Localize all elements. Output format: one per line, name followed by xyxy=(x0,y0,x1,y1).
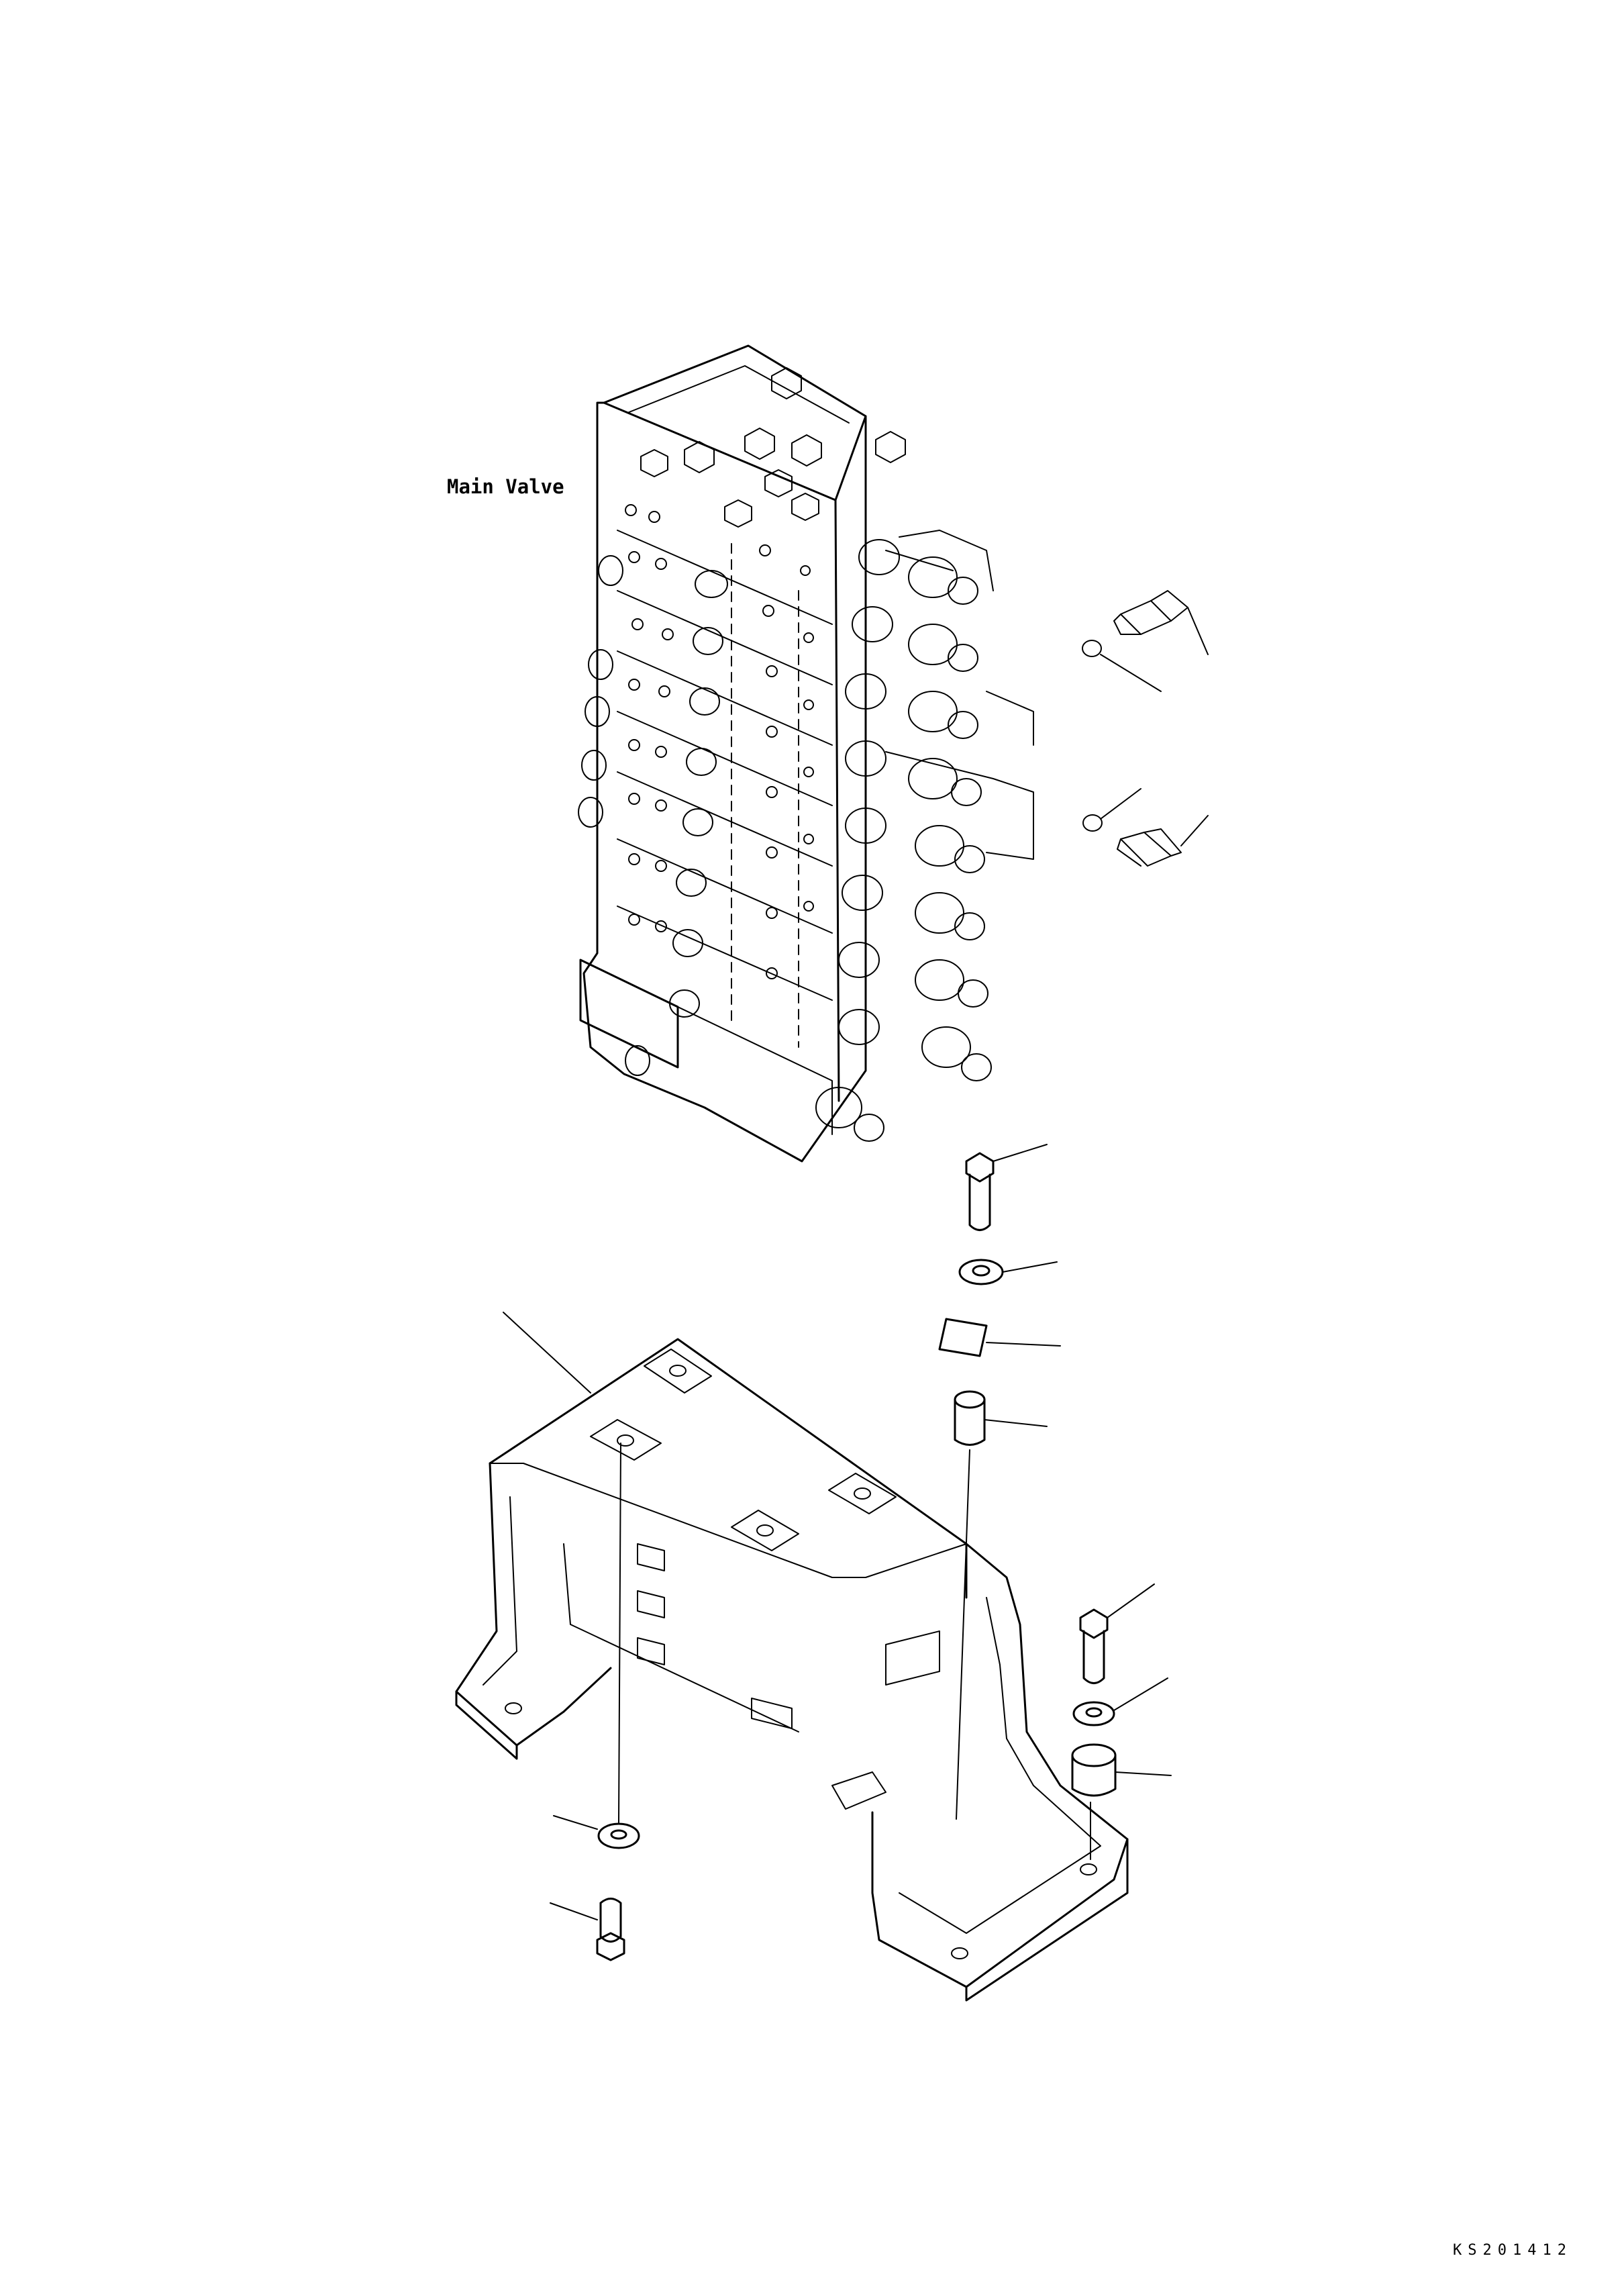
drawing-number: KS201412 xyxy=(1453,2242,1572,2259)
main-valve-label: Main Valve xyxy=(447,475,564,498)
spacer-right xyxy=(1071,1743,1172,1860)
spacer-collar xyxy=(954,1390,1048,1820)
o-ring-upper xyxy=(1082,640,1162,692)
washer-upper xyxy=(958,1259,1058,1285)
bolt-right xyxy=(1079,1583,1155,1684)
spherical-washer xyxy=(938,1318,1061,1357)
pressure-sensor-lower xyxy=(1117,815,1209,867)
o-ring-lower xyxy=(1082,788,1141,832)
washer-right xyxy=(1072,1677,1168,1726)
pressure-sensor-upper xyxy=(1113,590,1209,655)
valve-bracket xyxy=(455,1312,1129,2002)
main-valve-assembly xyxy=(578,344,1034,1163)
washer-lower-left xyxy=(553,1443,640,1849)
bolt-lower-left xyxy=(550,1898,625,1961)
bolt-upper xyxy=(965,1144,1048,1231)
